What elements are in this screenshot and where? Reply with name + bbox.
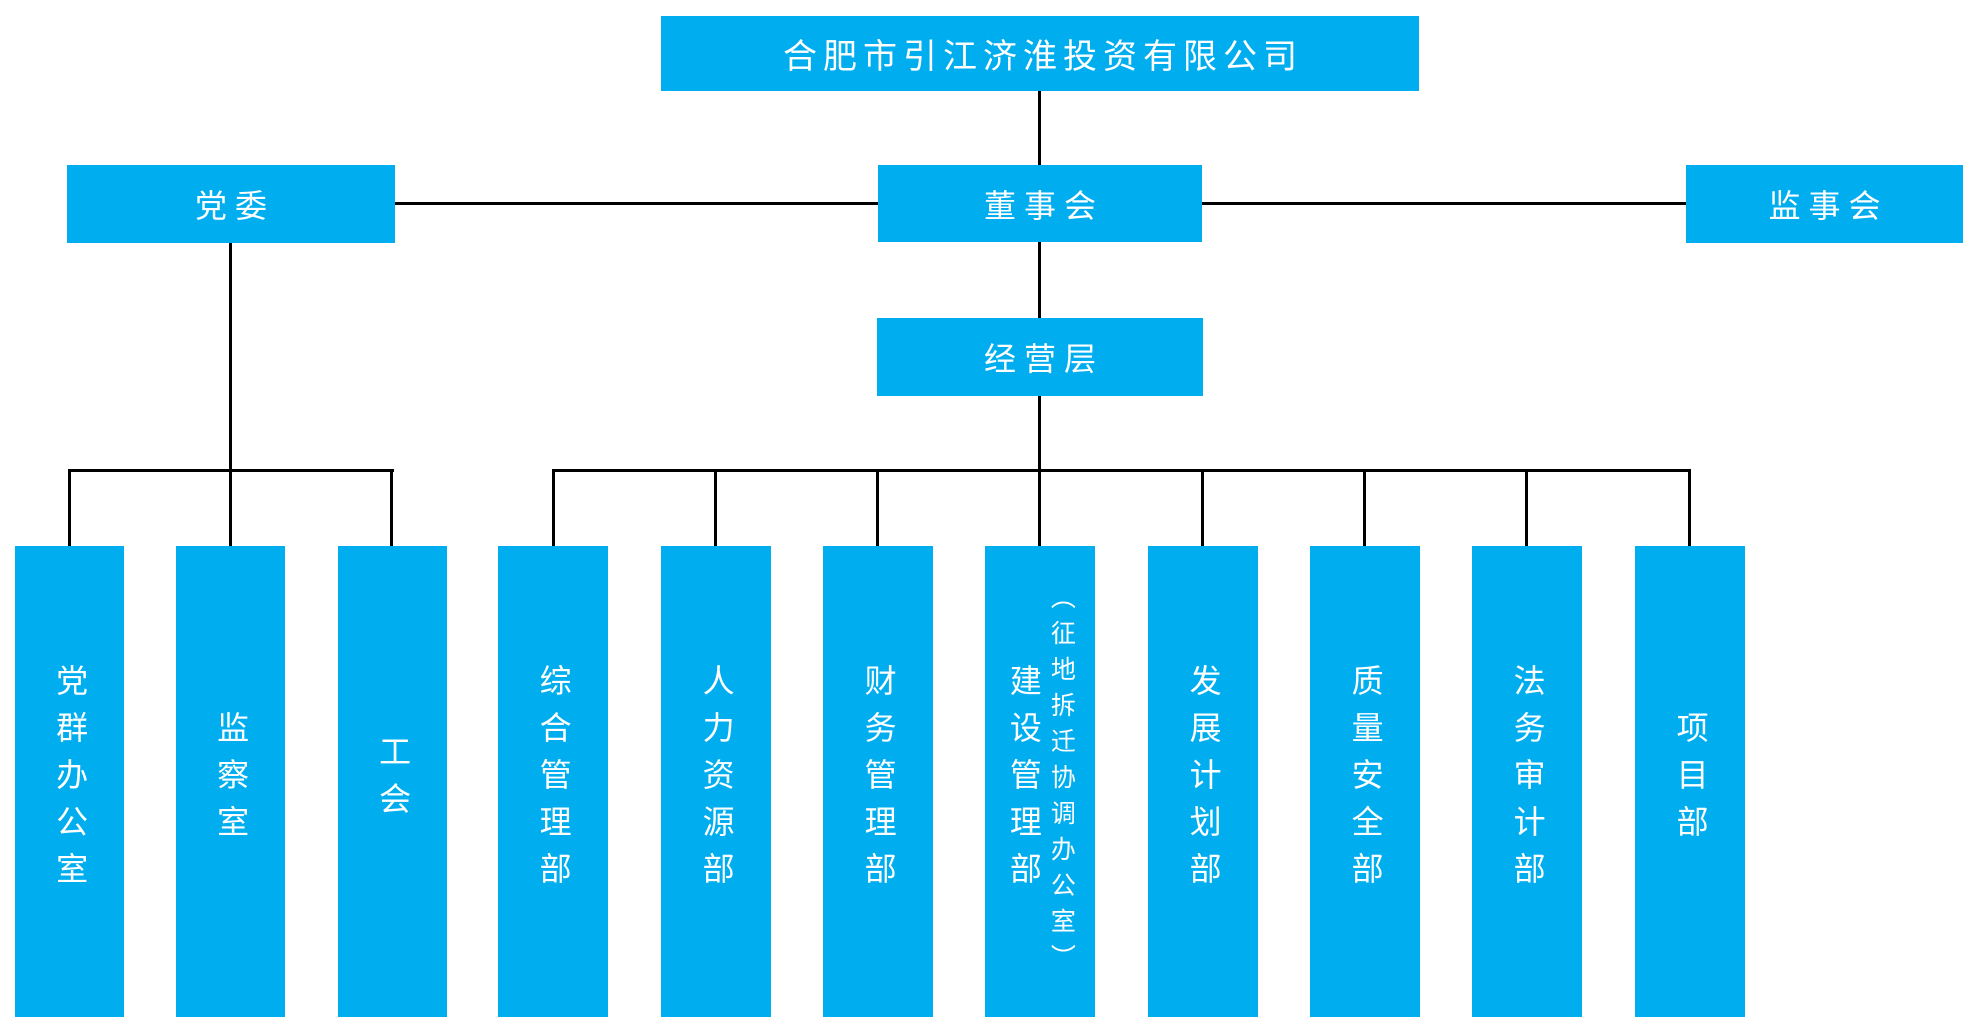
org-node-board-of-supervisors-label: 监事会	[1768, 188, 1889, 224]
org-node-legal-audit-dept: 法务审计部	[1472, 546, 1582, 1017]
connector-drop-project	[1688, 469, 1691, 546]
org-node-quality-safety-dept-label: 质量安全部	[1347, 664, 1384, 899]
connector-management-bus	[552, 469, 1691, 472]
org-node-company: 合肥市引江济淮投资有限公司	[661, 16, 1419, 91]
connector-drop-legal-audit	[1525, 469, 1528, 546]
org-node-quality-safety-dept: 质量安全部	[1310, 546, 1420, 1017]
org-node-labor-union: 工会	[338, 546, 447, 1017]
org-node-board-of-directors: 董事会	[878, 165, 1202, 242]
connector-drop-labor-union	[390, 469, 393, 546]
org-node-general-management-dept: 综合管理部	[498, 546, 608, 1017]
org-node-development-planning-dept-label: 发展计划部	[1185, 664, 1222, 899]
org-node-construction-dept-sublabel: （征地拆迁协调办公室）	[1047, 583, 1076, 980]
org-node-construction-dept: 建设管理部 （征地拆迁协调办公室）	[985, 546, 1095, 1017]
org-node-hr-dept-label: 人力资源部	[698, 664, 735, 899]
connector-drop-party-mass-office	[68, 469, 71, 546]
connector-drop-general-mgmt	[552, 469, 555, 546]
org-node-general-management-dept-label: 综合管理部	[535, 664, 572, 899]
org-node-supervision-office-label: 监察室	[213, 711, 250, 852]
org-node-project-dept: 项目部	[1635, 546, 1745, 1017]
connector-party-drop	[229, 243, 232, 546]
connector-party-board	[395, 202, 878, 205]
org-node-party-committee: 党委	[67, 165, 395, 243]
org-node-project-dept-label: 项目部	[1672, 711, 1709, 852]
org-node-party-mass-office: 党群办公室	[15, 546, 124, 1017]
connector-drop-development	[1201, 469, 1204, 546]
connector-board-management	[1038, 242, 1041, 318]
connector-drop-finance	[876, 469, 879, 546]
org-node-development-planning-dept: 发展计划部	[1148, 546, 1258, 1017]
org-node-board-of-directors-label: 董事会	[983, 187, 1104, 224]
org-node-company-label: 合肥市引江济淮投资有限公司	[783, 38, 1303, 76]
connector-board-supervisors	[1202, 202, 1686, 205]
org-node-hr-dept: 人力资源部	[661, 546, 771, 1017]
org-node-management-level: 经营层	[877, 318, 1203, 396]
connector-company-board	[1038, 91, 1041, 165]
connector-drop-hr	[714, 469, 717, 546]
org-node-management-level-label: 经营层	[983, 341, 1104, 377]
org-node-labor-union-label: 工会	[375, 734, 412, 829]
org-node-finance-dept-label: 财务管理部	[860, 664, 897, 899]
connector-party-bus	[68, 469, 394, 472]
org-node-party-mass-office-label: 党群办公室	[52, 664, 89, 899]
org-node-supervision-office: 监察室	[176, 546, 285, 1017]
org-node-construction-dept-label: 建设管理部	[1005, 664, 1042, 899]
org-node-legal-audit-dept-label: 法务审计部	[1509, 664, 1546, 899]
org-node-finance-dept: 财务管理部	[823, 546, 933, 1017]
connector-drop-quality-safety	[1363, 469, 1366, 546]
org-node-party-committee-label: 党委	[194, 188, 275, 224]
org-node-board-of-supervisors: 监事会	[1686, 165, 1963, 243]
